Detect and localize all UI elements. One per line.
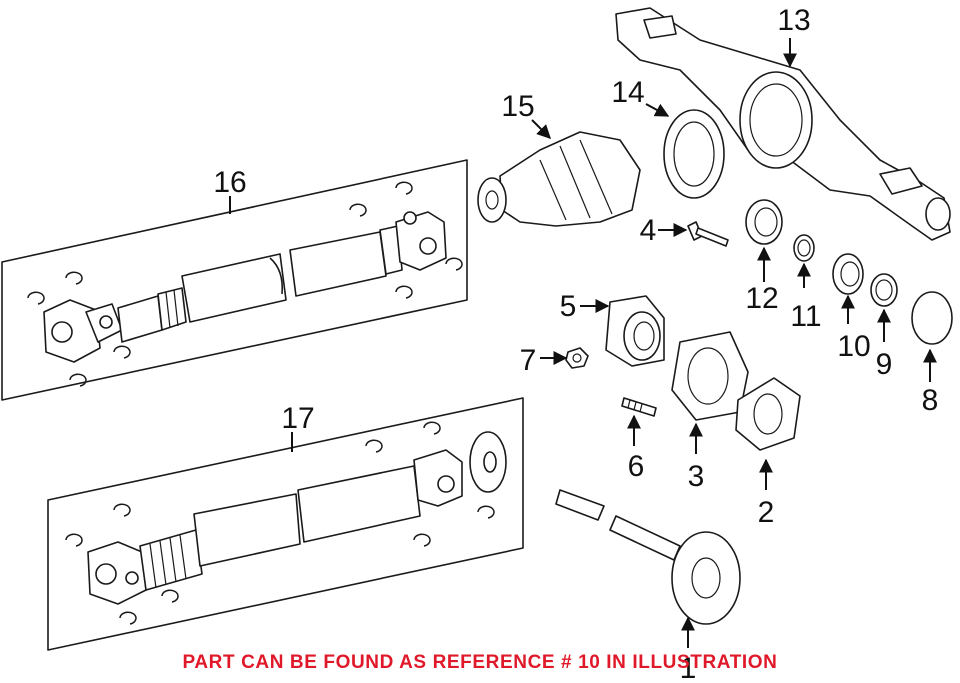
snap-ring-drawing	[793, 234, 815, 262]
callout-3: 3	[688, 460, 705, 493]
rear-propeller-shaft-panel	[1, 159, 468, 401]
rear-shaft-right-yoke	[395, 211, 447, 271]
callout-6: 6	[628, 450, 645, 483]
callout-16: 16	[213, 166, 246, 199]
seal-drawing	[870, 273, 898, 307]
carrier-gasket-drawing	[663, 109, 725, 199]
differential-carrier-drawing	[477, 131, 641, 227]
callout-labels: 1 2 3 4 5 6 7 8 9 10 11 12 13 14 15 16 1…	[213, 4, 938, 683]
callout-5: 5	[560, 290, 577, 323]
front-shaft-flange	[469, 431, 507, 493]
bearing-housing-drawing	[605, 295, 665, 367]
nut-drawing	[565, 347, 589, 369]
reference-note: PART CAN BE FOUND AS REFERENCE # 10 IN I…	[182, 652, 778, 673]
bearing-drawing	[832, 253, 864, 295]
callout-12: 12	[745, 282, 778, 315]
callout-9: 9	[876, 348, 893, 381]
callout-4: 4	[640, 214, 657, 247]
callout-15: 15	[501, 90, 534, 123]
callout-7: 7	[520, 344, 537, 377]
o-ring-drawing	[911, 291, 953, 345]
bolt-drawing	[687, 221, 729, 247]
callout-17: 17	[281, 402, 314, 435]
gasket-drawing	[735, 377, 801, 451]
callout-11: 11	[790, 300, 821, 333]
retainer-plate-drawing	[671, 331, 749, 421]
callout-1: 1	[680, 652, 697, 683]
front-shaft-right-yoke	[413, 449, 463, 507]
callout-2: 2	[758, 496, 775, 529]
stud-bolt-drawing	[621, 397, 657, 417]
front-shaft-left-yoke	[87, 541, 147, 605]
callout-8: 8	[922, 384, 939, 417]
axle-housing-drawing	[615, 7, 951, 241]
callout-13: 13	[777, 4, 810, 37]
oil-seal-drawing	[745, 199, 783, 245]
front-propeller-shaft-panel	[47, 397, 524, 651]
callout-10: 10	[837, 330, 870, 363]
callout-14: 14	[611, 76, 644, 109]
axle-shaft-drawing	[555, 489, 741, 625]
leader-lines	[229, 38, 937, 648]
rear-shaft-left-yoke	[43, 299, 123, 363]
